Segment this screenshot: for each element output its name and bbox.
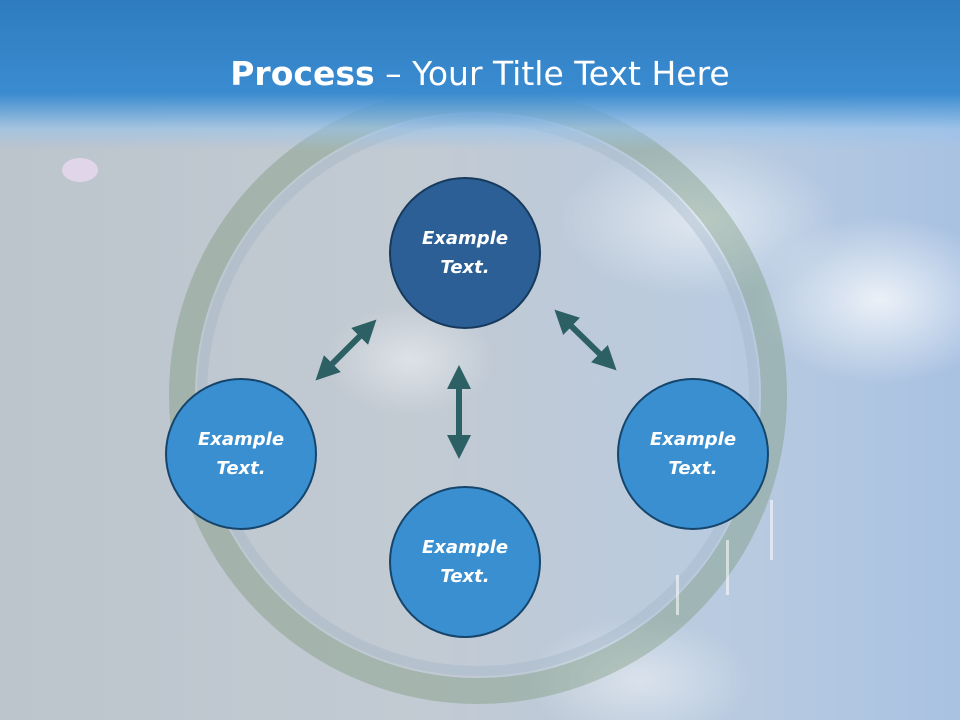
node-label: Example Text. [421,228,509,278]
butterfly-icon [62,158,98,182]
arrow-top-left [315,319,377,381]
process-node-right: Example Text. [617,378,769,530]
node-label: Example Text. [649,429,737,479]
node-label: Example Text. [197,429,285,479]
node-label: Example Text. [421,537,509,587]
process-node-bottom: Example Text. [389,486,541,638]
process-node-top: Example Text. [389,177,541,329]
arrow-top-right [554,309,617,371]
process-node-left: Example Text. [165,378,317,530]
wind-turbines [676,500,773,615]
title-rest: – Your Title Text Here [374,54,730,93]
title-bar [0,0,960,150]
slide-title: Process – Your Title Text Here [0,52,960,96]
title-bold: Process [230,54,375,93]
